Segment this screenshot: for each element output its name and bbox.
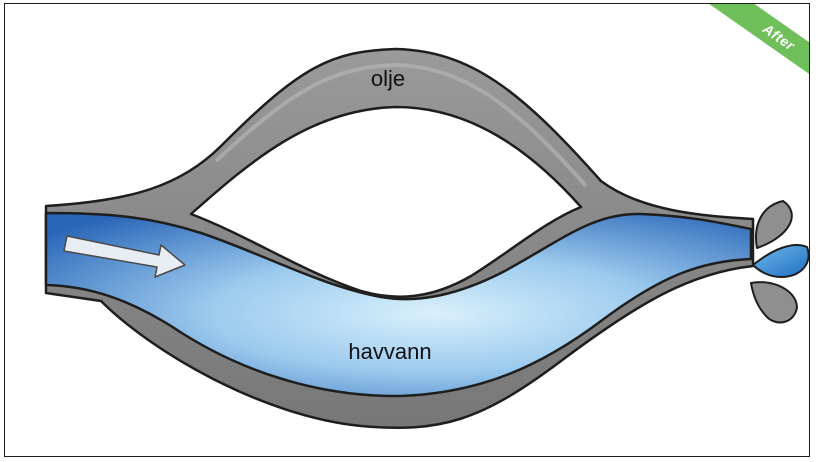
label-havvann: havvann <box>348 339 431 364</box>
droplet-blue-middle <box>752 244 809 278</box>
diagram-frame: olje havvann After <box>4 3 810 457</box>
label-olje: olje <box>371 66 405 91</box>
pipe-diagram: olje havvann <box>44 47 809 429</box>
pipe-highlight <box>214 62 588 188</box>
droplet-gray-top <box>755 200 793 249</box>
pipe-hole <box>189 105 583 298</box>
droplet-gray-bottom <box>750 281 798 324</box>
seawater-channel <box>44 211 753 398</box>
flow-arrow <box>63 235 186 278</box>
